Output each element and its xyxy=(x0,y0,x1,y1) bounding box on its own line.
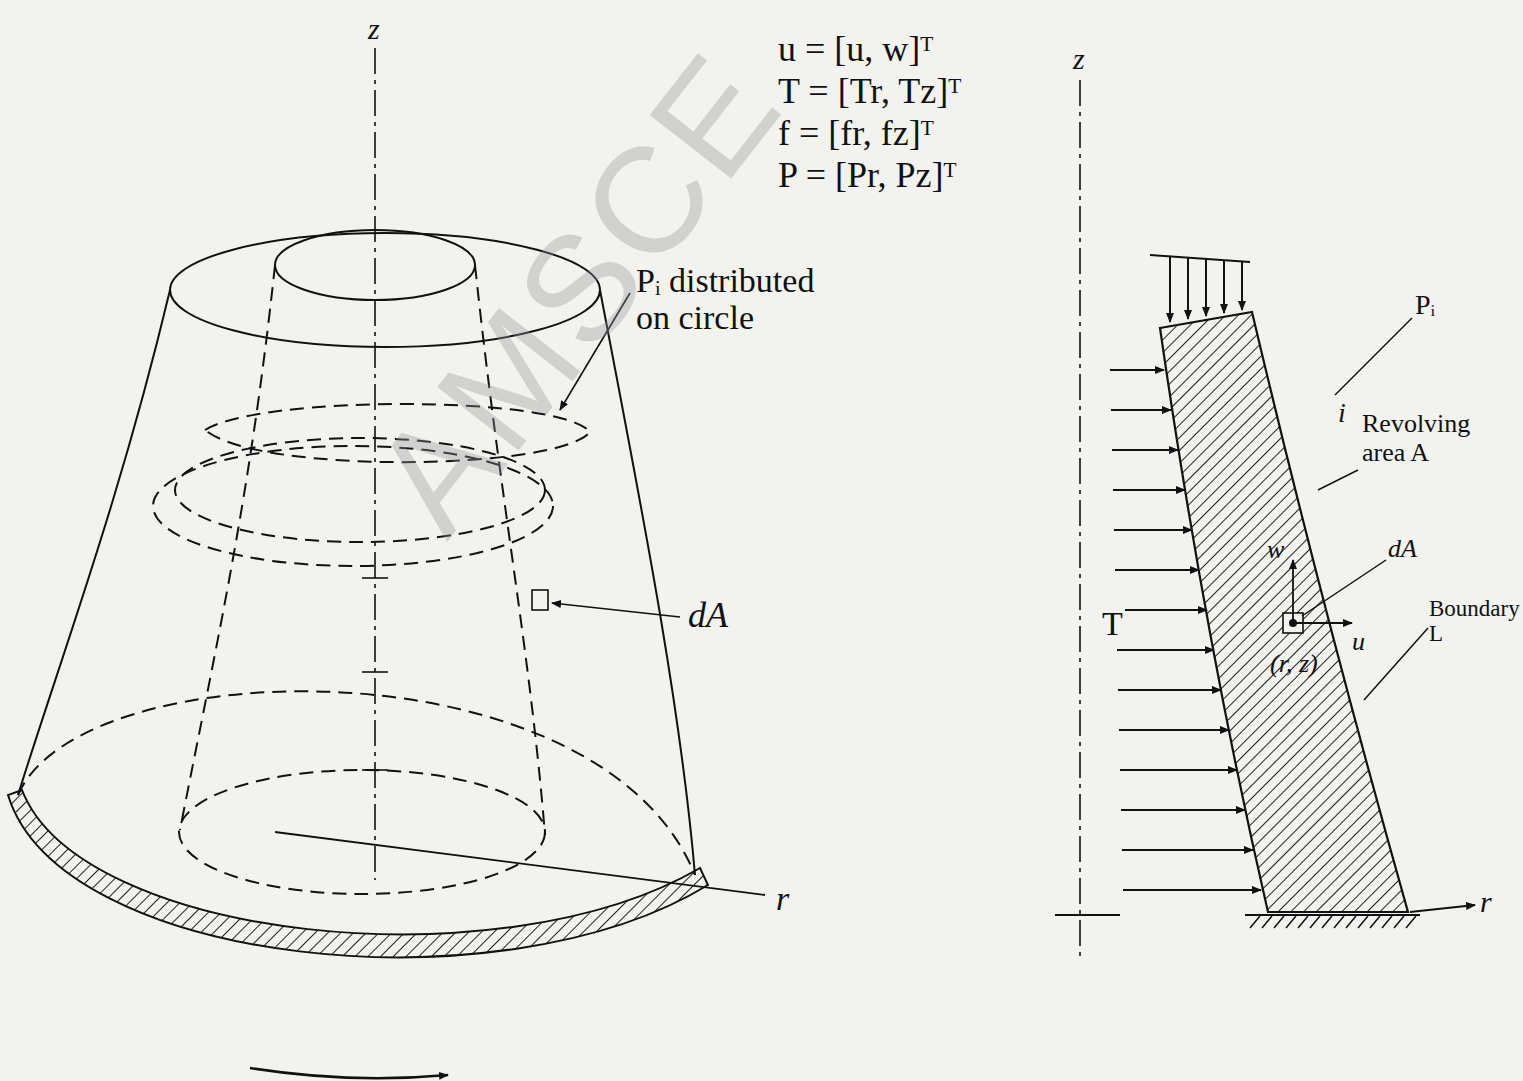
axis-label: z xyxy=(368,12,380,45)
displacement-label: u xyxy=(1352,628,1365,657)
point-label: i xyxy=(1338,398,1346,429)
traction-label: T xyxy=(1100,605,1125,642)
axis-label: r xyxy=(1480,885,1492,918)
load-label: Pᵢ xyxy=(1415,290,1435,321)
region-label: Revolving area A xyxy=(1362,410,1480,467)
vector-definition: u = [u, w]ᵀ xyxy=(778,30,933,70)
coordinate-label: (r, z) xyxy=(1270,650,1318,679)
axis-label: z xyxy=(1073,42,1085,75)
area-label: dA xyxy=(1388,535,1417,564)
vector-definition: T = [Tr, Tz]ᵀ xyxy=(778,72,961,112)
boundary-label: Boundary L xyxy=(1429,596,1517,647)
vector-definition: P = [Pr, Pz]ᵀ xyxy=(778,156,957,196)
displacement-label: w xyxy=(1267,536,1284,565)
axis-label: r xyxy=(776,880,789,917)
area-label: dA xyxy=(688,596,728,636)
